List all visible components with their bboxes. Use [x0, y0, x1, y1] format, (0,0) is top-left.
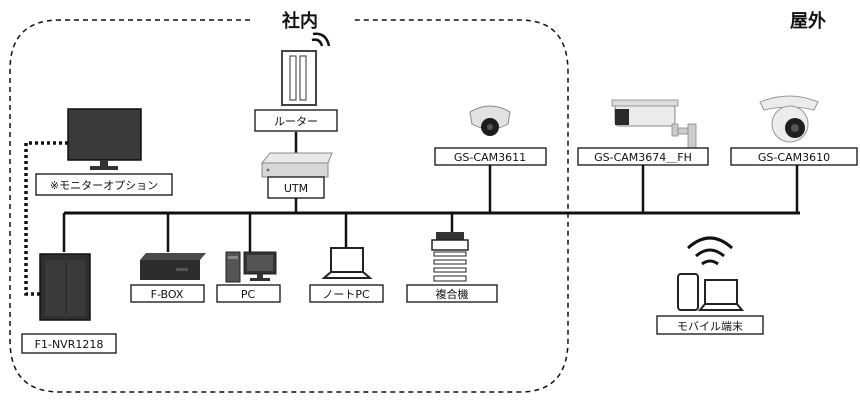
router-icon — [281, 32, 331, 106]
nvr-label: F1-NVR1218 — [35, 338, 104, 351]
laptop-icon — [321, 247, 373, 279]
cam3674-label: GS-CAM3674＿FH — [594, 151, 692, 164]
bullet-camera-3674-icon — [611, 99, 697, 149]
cam3674-label-box — [577, 147, 709, 166]
fbox-label: F-BOX — [151, 288, 184, 301]
desktop-pc-icon — [225, 251, 277, 283]
zone-title-outdoor: 屋外 — [790, 10, 826, 32]
pc-label-box — [216, 284, 281, 303]
dome-camera-3611-icon — [469, 105, 511, 136]
monitor-nvr-dotted-link — [24, 141, 68, 296]
monitor-label: ※モニターオプション — [50, 179, 158, 192]
zone-title-internal: 社内 — [282, 10, 318, 32]
monitor-icon — [67, 108, 142, 170]
monitor-label-box — [35, 173, 173, 196]
internal-zone-boundary — [9, 19, 569, 393]
notepc-label-box — [309, 284, 384, 303]
nvr-label-box — [21, 333, 117, 354]
nvr-icon — [39, 253, 91, 321]
router-label-box — [254, 109, 338, 132]
utm-label-box — [267, 176, 325, 199]
mobile-devices-icon — [677, 236, 745, 311]
pc-label: PC — [241, 288, 256, 301]
fbox-label-box — [130, 284, 205, 303]
utm-label: UTM — [284, 182, 308, 195]
notepc-label: ノートPC — [322, 288, 370, 301]
cam3610-label-box — [730, 147, 858, 166]
cam3610-label: GS-CAM3610 — [758, 151, 830, 164]
mobile-label: モバイル端末 — [677, 319, 743, 333]
turret-camera-3610-icon — [759, 95, 819, 143]
router-label: ルーター — [274, 115, 318, 128]
cam3611-label: GS-CAM3611 — [454, 151, 526, 164]
fbox-icon — [140, 253, 206, 280]
connection-lines — [62, 132, 799, 252]
mfp-label-box — [406, 284, 498, 303]
multifunction-printer-icon — [431, 232, 469, 282]
mobile-label-box — [656, 315, 764, 335]
cam3611-label-box — [434, 147, 547, 166]
utm-icon — [260, 152, 333, 178]
mfp-label: 複合機 — [436, 287, 469, 301]
